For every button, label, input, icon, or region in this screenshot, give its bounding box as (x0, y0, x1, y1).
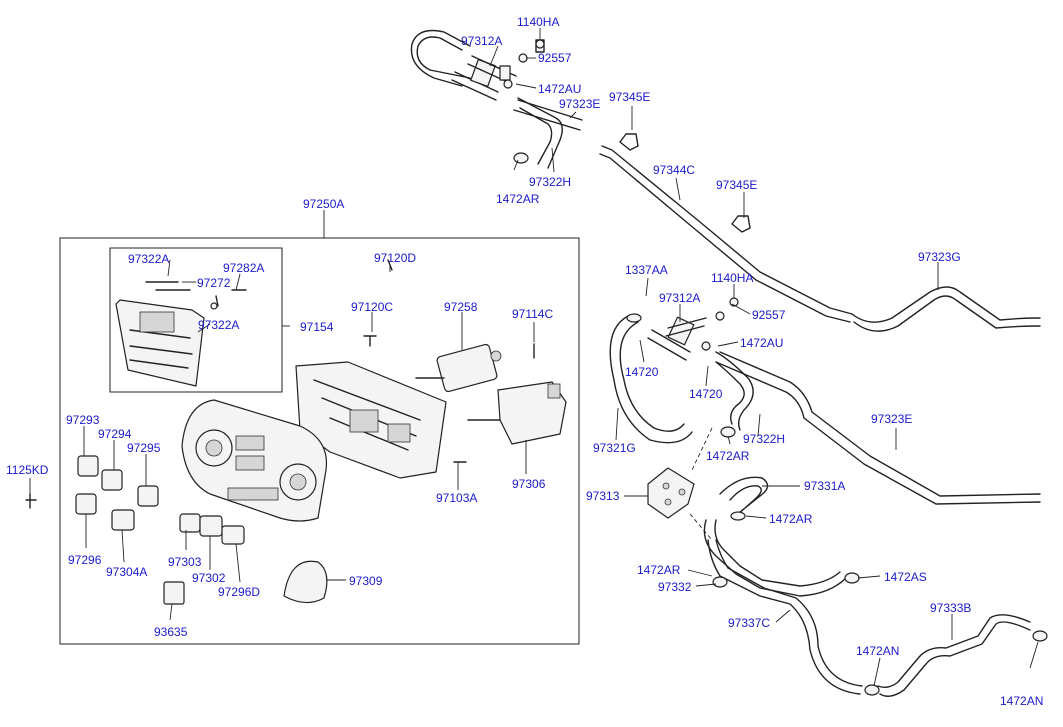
label-97304A: 97304A (106, 565, 147, 579)
hose-97323G (851, 286, 1041, 332)
label-97345E-mid: 97345E (716, 178, 757, 192)
hose-97322H (715, 351, 754, 438)
hose-97333B (877, 614, 1048, 697)
label-97322H-mid: 97322H (743, 432, 785, 446)
label-97120D: 97120D (374, 251, 416, 265)
label-97323E-mid: 97323E (871, 412, 912, 426)
label-97323E-top: 97323E (559, 97, 600, 111)
hoses-lower (703, 519, 880, 696)
valve-97312A (647, 297, 739, 361)
label-1472AU-mid: 1472AU (740, 336, 783, 350)
label-97306: 97306 (512, 477, 546, 491)
label-97309: 97309 (349, 574, 383, 588)
label-97337C: 97337C (728, 616, 770, 630)
label-93635: 93635 (154, 625, 188, 639)
label-97114C: 97114C (512, 307, 553, 321)
label-97302: 97302 (192, 571, 226, 585)
label-97296D: 97296D (218, 585, 260, 599)
label-97312A-mid: 97312A (659, 291, 700, 305)
label-1337AA: 1337AA (625, 263, 668, 277)
hose-97321G (609, 313, 693, 444)
label-97303: 97303 (168, 555, 202, 569)
hose-97331A (719, 476, 769, 521)
label-97321G: 97321G (593, 441, 636, 455)
label-1472AR-top: 1472AR (496, 192, 540, 206)
label-97332: 97332 (658, 580, 692, 594)
label-1472AR-b: 1472AR (769, 512, 813, 526)
label-97295: 97295 (127, 441, 161, 455)
label-1140HA-mid: 1140HA (711, 271, 753, 285)
label-97331A: 97331A (804, 479, 845, 493)
label-1472AR-mid: 1472AR (706, 449, 750, 463)
label-1472AR-c: 1472AR (637, 563, 681, 577)
label-1125KD: 1125KD (6, 463, 49, 477)
label-92557-mid: 92557 (752, 308, 786, 322)
label-1472AS: 1472AS (884, 570, 927, 584)
label-97322A-top: 97322A (128, 252, 169, 266)
label-97345E-top: 97345E (609, 90, 650, 104)
pipe-97323E (715, 351, 1041, 505)
knob-panel (181, 399, 328, 522)
label-14720-a: 14720 (625, 365, 659, 379)
plate-97313 (647, 467, 695, 519)
label-97120C: 97120C (351, 300, 393, 314)
label-92557-top: 92557 (538, 51, 572, 65)
label-97323G: 97323G (918, 250, 961, 264)
label-97103A: 97103A (436, 491, 477, 505)
label-97272: 97272 (197, 276, 231, 290)
label-97333B: 97333B (930, 601, 971, 615)
label-97258: 97258 (444, 300, 478, 314)
label-97250A: 97250A (303, 197, 344, 211)
label-97344C: 97344C (653, 163, 695, 177)
label-97322A-mid: 97322A (198, 318, 239, 332)
label-14720-b: 14720 (689, 387, 723, 401)
label-1472AN-a: 1472AN (856, 644, 899, 658)
label-97293: 97293 (66, 413, 100, 427)
bracket-97154 (115, 281, 247, 387)
label-1472AU-top: 1472AU (538, 82, 581, 96)
label-97313: 97313 (586, 489, 620, 503)
long-pipe-97344C (599, 133, 853, 323)
label-1140HA-top: 1140HA (517, 15, 559, 29)
button-caps (75, 455, 328, 605)
part-labels: 1140HA 97312A 92557 1472AU 97323E 97345E… (6, 15, 1043, 708)
label-97296: 97296 (68, 553, 102, 567)
actuator-97258 (415, 343, 502, 393)
label-97154: 97154 (300, 320, 334, 334)
label-97282A: 97282A (223, 261, 264, 275)
label-97322H-top: 97322H (529, 175, 571, 189)
label-1472AN-b: 1472AN (1000, 694, 1043, 708)
leader-lines (29, 28, 1039, 687)
sub-assembly-frame (109, 247, 283, 393)
actuator-97306 (467, 381, 567, 445)
label-97294: 97294 (98, 427, 132, 441)
assembly-frame (59, 237, 580, 645)
upper-hose-group (410, 29, 583, 169)
label-97312A-top: 97312A (461, 34, 502, 48)
